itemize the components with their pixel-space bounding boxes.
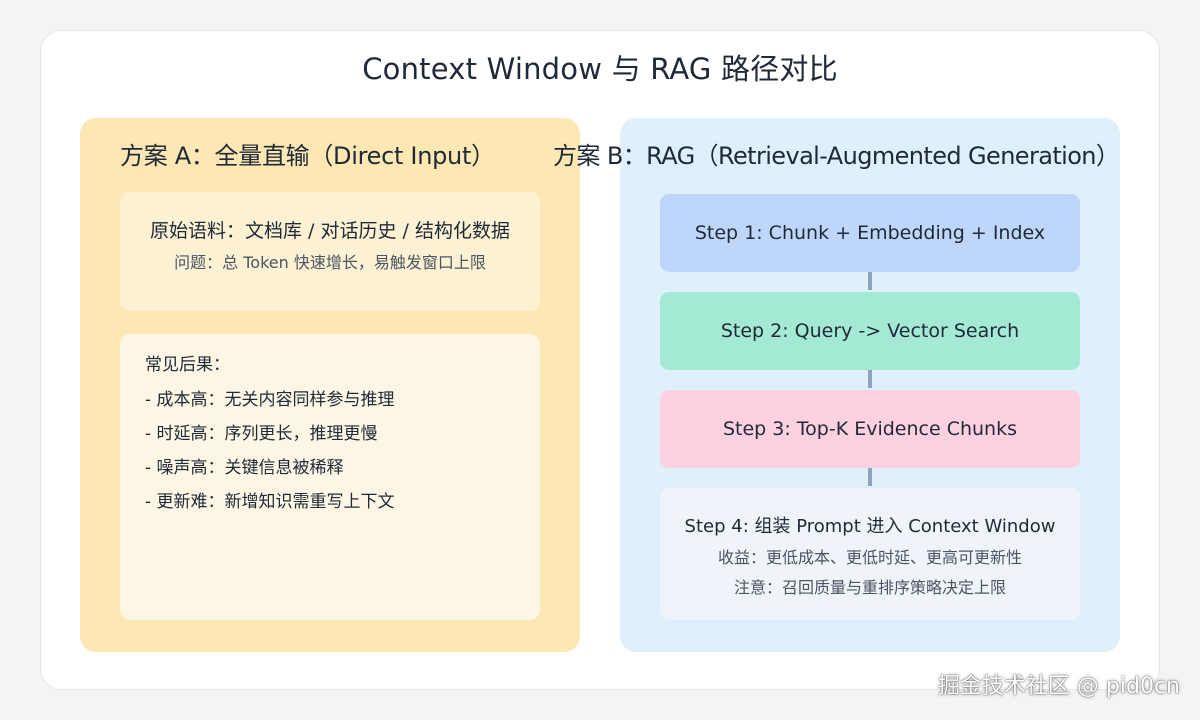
consequence-item: - 成本高：无关内容同样参与推理 (145, 390, 395, 410)
connector-line (868, 272, 872, 290)
step-2-text: Step 2: Query -> Vector Search (720, 320, 1020, 342)
panel-b-heading: 方案 B：RAG（Retrieval-Augmented Generation） (553, 142, 1120, 170)
step-4-note: 注意：召回质量与重排序策略决定上限 (733, 578, 1006, 597)
source-corpus-box: 原始语料：文档库 / 对话历史 / 结构化数据 问题：总 Token 快速增长，… (120, 192, 540, 311)
diagram-title: Context Window 与 RAG 路径对比 (362, 52, 838, 86)
step-3-box: Step 3: Top-K Evidence Chunks (660, 390, 1080, 468)
watermark: 掘金技术社区 @ pid0cn (937, 674, 1180, 699)
step-4-text: Step 4: 组装 Prompt 进入 Context Window (684, 516, 1056, 537)
step-1-box: Step 1: Chunk + Embedding + Index (660, 194, 1080, 272)
consequences-heading: 常见后果： (145, 355, 230, 375)
consequences-box: 常见后果： - 成本高：无关内容同样参与推理 - 时延高：序列更长，推理更慢 -… (120, 334, 540, 620)
consequence-item: - 噪声高：关键信息被稀释 (145, 458, 344, 478)
consequence-item: - 更新难：新增知识需重写上下文 (145, 492, 395, 512)
connector-line (868, 370, 872, 388)
source-corpus-text: 原始语料：文档库 / 对话历史 / 结构化数据 (150, 220, 510, 242)
panel-a-heading: 方案 A：全量直输（Direct Input） (120, 142, 495, 170)
step-3-text: Step 3: Top-K Evidence Chunks (722, 418, 1018, 440)
step-4-benefit: 收益：更低成本、更低时延、更高可更新性 (717, 548, 1022, 567)
consequence-item: - 时延高：序列更长，推理更慢 (145, 424, 378, 444)
connector-line (868, 468, 872, 486)
source-problem-text: 问题：总 Token 快速增长，易触发窗口上限 (174, 253, 486, 272)
step-2-box: Step 2: Query -> Vector Search (660, 292, 1080, 370)
step-4-box: Step 4: 组装 Prompt 进入 Context Window 收益：更… (660, 488, 1080, 620)
step-1-text: Step 1: Chunk + Embedding + Index (694, 222, 1046, 244)
